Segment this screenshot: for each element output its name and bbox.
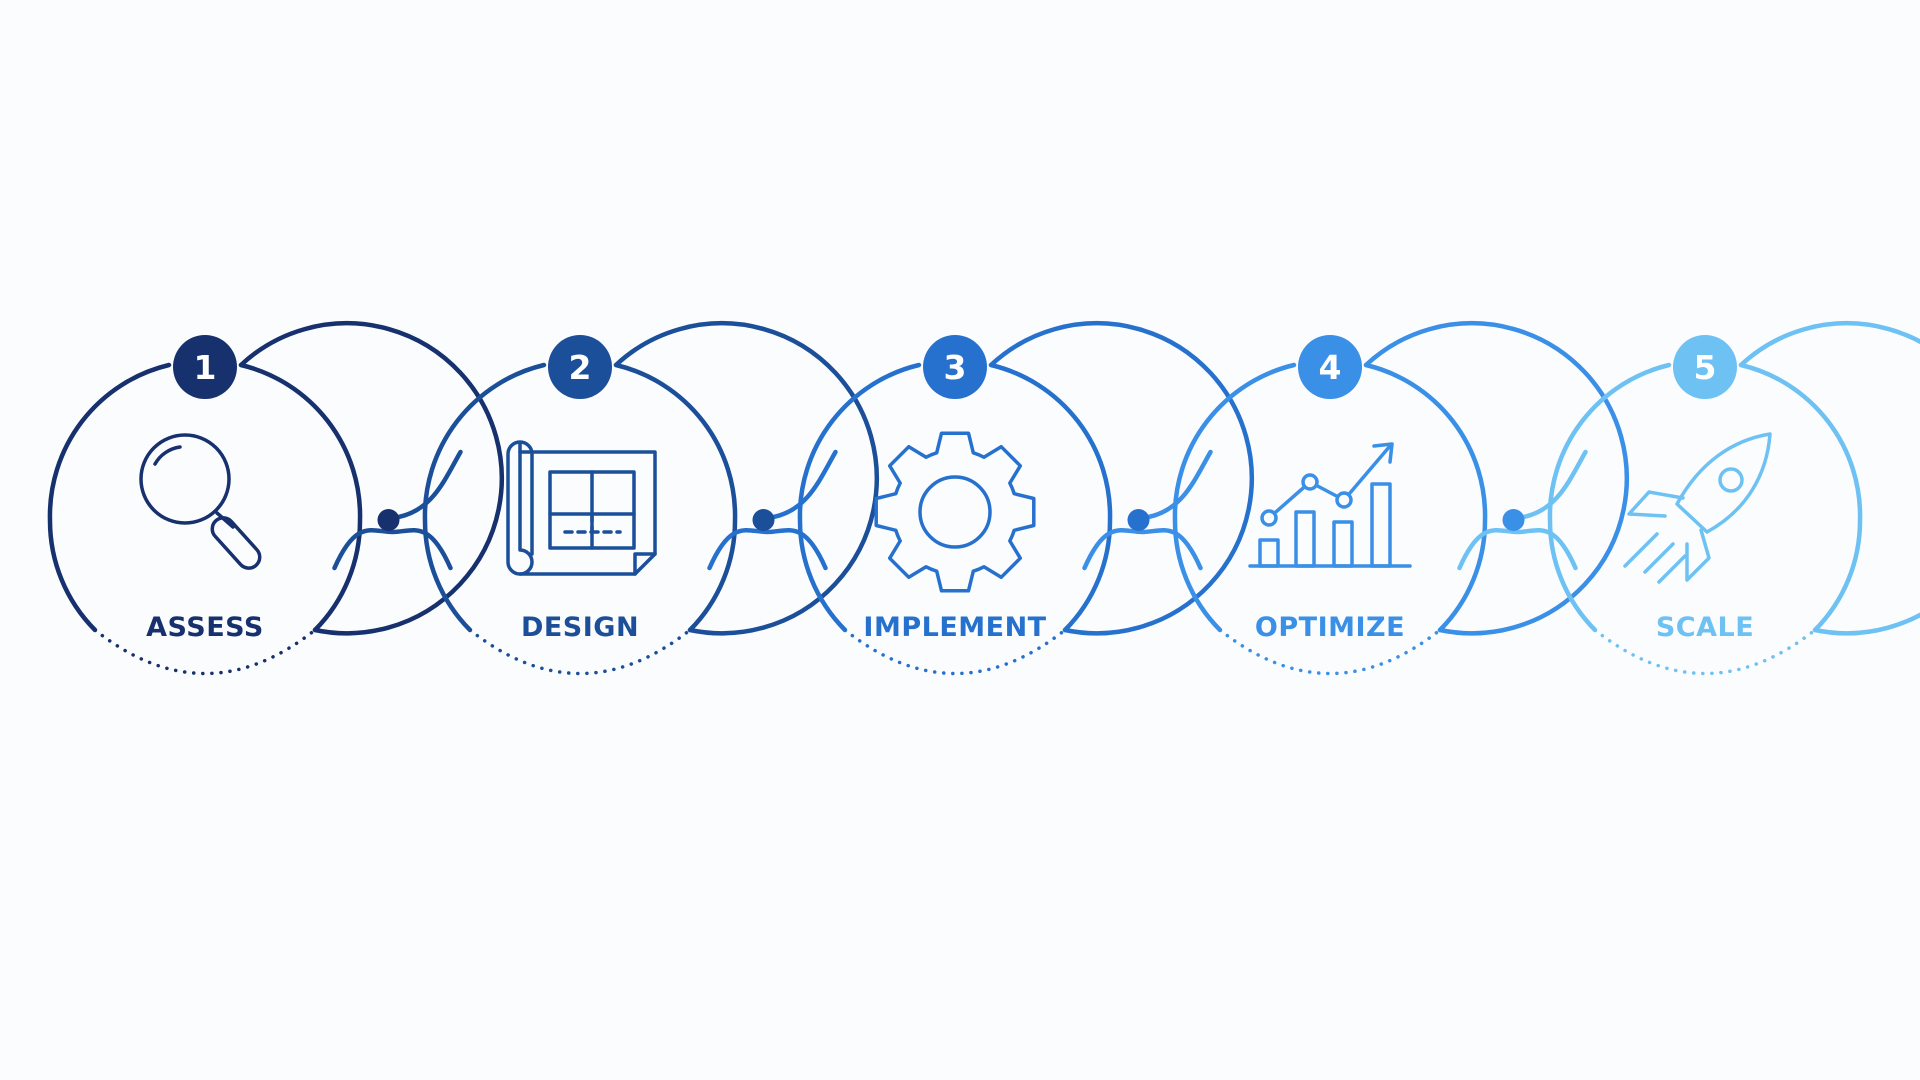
step-ring-right <box>238 362 363 633</box>
step-2: DESIGN 2 <box>422 321 880 676</box>
connector-lower-curve <box>332 528 453 571</box>
step-number: 5 <box>1694 348 1717 387</box>
step-number-badge <box>1298 335 1362 399</box>
step-ring-left <box>422 362 547 633</box>
connector-dot <box>1502 509 1525 531</box>
step-ring-left <box>988 321 1255 636</box>
step-number: 2 <box>569 348 592 387</box>
step-number-badge <box>923 335 987 399</box>
connector-3 <box>1082 449 1213 571</box>
blueprint-icon <box>506 440 657 576</box>
step-ring-left <box>1738 321 1920 636</box>
connector-dot <box>377 509 400 531</box>
connector-dot <box>1127 509 1150 531</box>
step-ring-left <box>1547 362 1672 633</box>
gear-icon <box>874 431 1036 593</box>
step-label: IMPLEMENT <box>863 612 1046 643</box>
connector-lower-curve <box>1082 528 1203 571</box>
growth-chart-icon <box>1248 442 1412 568</box>
step-number: 3 <box>944 348 967 387</box>
step-ring-left <box>47 362 172 633</box>
step-ring-left <box>1363 321 1630 636</box>
connector-lower-curve <box>707 528 828 571</box>
step-label: OPTIMIZE <box>1255 612 1405 643</box>
step-ring-left <box>797 362 922 633</box>
connector-4 <box>1457 449 1588 571</box>
step-ring-right <box>1738 362 1863 633</box>
connector-1 <box>332 449 463 571</box>
connector-2 <box>707 449 838 571</box>
step-number-badge <box>173 335 237 399</box>
connector-upper-curve <box>396 449 463 520</box>
step-3: IMPLEMENT 3 <box>797 321 1255 676</box>
step-label: ASSESS <box>146 612 264 643</box>
step-4: OPTIMIZE 4 <box>1172 321 1630 676</box>
step-number-badge <box>548 335 612 399</box>
step-number: 4 <box>1319 348 1342 387</box>
step-1: ASSESS 1 <box>47 321 505 676</box>
connector-upper-curve <box>1146 449 1213 520</box>
step-number-badge <box>1673 335 1737 399</box>
connector-lower-curve <box>1457 528 1578 571</box>
step-label: DESIGN <box>521 612 639 643</box>
step-ring-right <box>988 362 1113 633</box>
step-ring-left <box>613 321 880 636</box>
step-ring-right <box>613 362 738 633</box>
step-ring-right <box>1363 362 1488 633</box>
connector-upper-curve <box>771 449 838 520</box>
step-number: 1 <box>194 348 217 387</box>
step-label: SCALE <box>1656 612 1754 643</box>
step-ring-left <box>1172 362 1297 633</box>
rocket-icon <box>1623 432 1772 584</box>
connector-dot <box>752 509 775 531</box>
step-5: SCALE 5 <box>1547 321 1920 676</box>
magnifying-glass-icon <box>139 433 266 575</box>
connector-upper-curve <box>1521 449 1588 520</box>
step-ring-left <box>238 321 505 636</box>
